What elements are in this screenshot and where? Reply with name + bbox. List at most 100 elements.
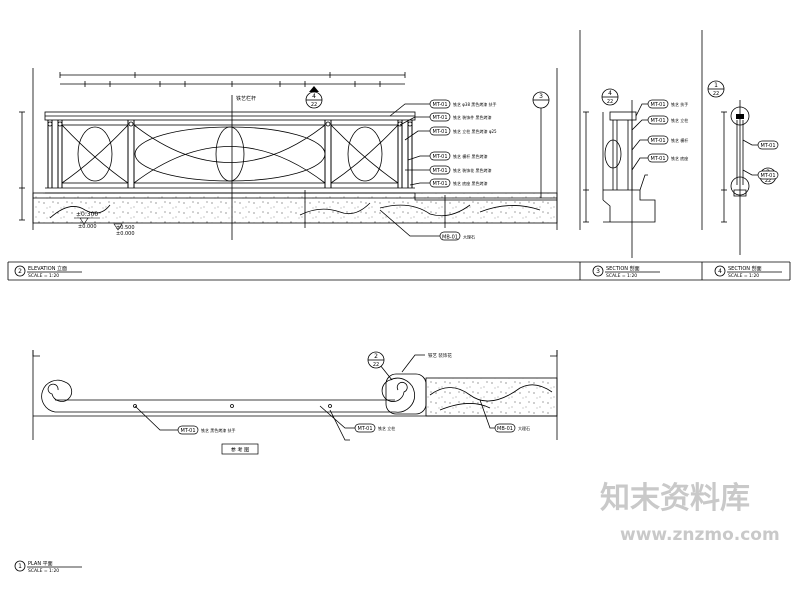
tag-text: 铁艺 装饰花 黑色烤漆	[453, 167, 492, 173]
tag-code: MT-01	[650, 102, 665, 108]
tag-code: MT-01	[650, 138, 665, 144]
tag-text: 铁艺 立柱	[378, 425, 395, 431]
view-title-text: PLAN 平面	[28, 561, 53, 567]
tag-code: MT-01	[432, 129, 447, 135]
tag-text: 铁艺 横杆 黑色烤漆	[453, 153, 488, 159]
tag-code: MT-01	[432, 168, 447, 174]
tag-text: 铁艺 立柱 黑色烤漆 φ25	[453, 128, 497, 134]
tag-text: 铁艺 立柱	[671, 117, 688, 123]
marker-num: 3	[539, 93, 543, 100]
tag-text: 铁艺 底座 黑色烤漆	[453, 180, 488, 186]
elevation-view	[19, 68, 558, 240]
watermark-url: www.znzmo.com	[620, 525, 780, 545]
material-tag: MT-01 铁艺 横杆	[647, 135, 688, 145]
material-tag: MT-01	[757, 170, 779, 180]
view-number: 1	[18, 563, 22, 570]
tag-code: MT-01	[432, 115, 447, 121]
tag-text: 大理石	[463, 234, 475, 240]
plan-view	[32, 350, 558, 441]
marker-ref: 22	[373, 362, 379, 368]
material-tag: MT-01 铁艺 立柱	[354, 423, 395, 433]
view-scale: SCALE = 1:20	[28, 568, 59, 574]
tag-text: 铁艺 底座	[671, 155, 688, 161]
tag-code: MT-01	[760, 173, 775, 179]
view-title-text: SECTION 剖面	[606, 265, 640, 272]
plan-top-note: 铁艺 装饰花	[428, 352, 452, 359]
tag-text: 铁艺 扶手	[671, 101, 688, 107]
tag-code: MT-01	[650, 156, 665, 162]
tag-code: MB-01	[442, 235, 458, 241]
elevation-center-note: 铁艺栏杆	[236, 95, 256, 102]
box-label-text: 参 考 图	[231, 447, 249, 454]
view-number: 4	[718, 268, 722, 275]
section-marker-4: 4 22	[305, 86, 323, 109]
material-tag: MT-01 铁艺 扶手	[647, 99, 688, 109]
level-mid: ±0.500	[116, 225, 135, 231]
tag-code: MT-01	[650, 118, 665, 124]
section-4-view	[701, 30, 760, 255]
view-number: 2	[18, 268, 22, 275]
material-tag: MT-01 铁艺 装饰花 黑色烤漆	[429, 165, 492, 175]
tag-code: MT-01	[760, 143, 775, 149]
material-tag: MT-01 铁艺 φ38 黑色烤漆 扶手	[429, 99, 497, 109]
tag-text: 大理石	[518, 425, 530, 431]
material-tag: MT-01 铁艺 黑色烤漆 扶手	[177, 425, 236, 435]
level-top: ±0.300	[76, 211, 98, 218]
view-title-text: SECTION 剖面	[728, 265, 762, 272]
title-strip	[7, 261, 791, 281]
level-marks: ±0.300 ±0.500 ±0.000 ±0.000	[74, 211, 135, 237]
marker-ref: 22	[607, 99, 613, 105]
section-4-marker-top: 1 22	[707, 80, 725, 98]
marker-num: 1	[714, 82, 718, 89]
tag-text: 铁艺 装饰件 黑色烤漆	[453, 114, 492, 120]
marker-ref: 22	[713, 91, 719, 97]
plan-marker: 2 22	[367, 351, 385, 369]
plan-tags: MT-01 铁艺 黑色烤漆 扶手 MT-01 铁艺 立柱 MB-01 大理石	[177, 423, 530, 435]
tag-text: 铁艺 横杆	[671, 137, 688, 143]
section-marker-3: 3	[532, 91, 550, 109]
section-3-marker: 4 22	[601, 88, 619, 106]
tag-code: MT-01	[357, 426, 372, 432]
view-title-text: ELEVATION 立面	[28, 265, 67, 272]
marker-num: 2	[374, 353, 378, 360]
marker-ref: 22	[765, 178, 771, 184]
level-base-left: ±0.000	[78, 224, 97, 230]
material-tag: MB-01 大理石	[494, 423, 530, 433]
tag-code: MT-01	[432, 102, 447, 108]
material-tag: MT-01 铁艺 立柱	[647, 115, 688, 125]
plan-box-label: 参 考 图	[221, 443, 259, 455]
tag-text: 铁艺 φ38 黑色烤漆 扶手	[453, 101, 497, 107]
material-tag: MT-01 铁艺 底座 黑色烤漆	[429, 178, 488, 188]
section-3-tags: MT-01 铁艺 扶手 MT-01 铁艺 立柱 MT-01 铁艺 横杆 MT-01 铁艺 底座	[647, 99, 688, 163]
view-number: 3	[596, 268, 600, 275]
tag-code: MB-01	[497, 426, 513, 432]
material-tag: MT-01 铁艺 横杆 黑色烤漆	[429, 151, 488, 161]
marker-num: 4	[312, 93, 316, 100]
tag-text: 铁艺 黑色烤漆 扶手	[201, 427, 236, 433]
view-scale: SCALE = 1:20	[728, 273, 759, 279]
material-tag: MT-01 铁艺 立柱 黑色烤漆 φ25	[429, 126, 497, 136]
tag-code: MT-01	[432, 154, 447, 160]
marker-ref: 22	[311, 102, 317, 108]
material-tag: MT-01 铁艺 装饰件 黑色烤漆	[429, 112, 492, 122]
elevation-stone-tag: MB-01 大理石	[439, 231, 475, 241]
marker-num: 4	[608, 90, 612, 97]
level-base: ±0.000	[116, 231, 135, 237]
material-tag: MT-01 铁艺 底座	[647, 153, 688, 163]
material-tag: MT-01	[757, 140, 779, 150]
watermark: 知末资料库 www.znzmo.com	[600, 481, 780, 545]
tag-code: MT-01	[180, 428, 195, 434]
section-4-detail-circles	[730, 106, 750, 196]
tag-code: MT-01	[432, 181, 447, 187]
view-scale: SCALE = 1:20	[606, 273, 637, 279]
watermark-brand: 知末资料库	[600, 481, 750, 516]
view-scale: SCALE = 1:20	[28, 273, 59, 279]
